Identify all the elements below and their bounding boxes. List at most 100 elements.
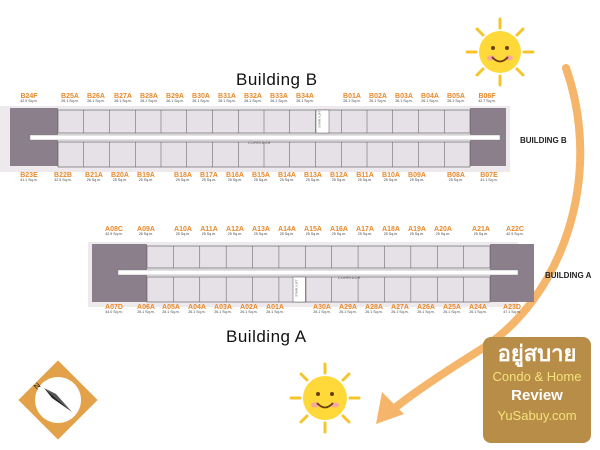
arrow-head xyxy=(376,392,404,424)
unit-size: 26.1 Sq.m. xyxy=(313,310,331,315)
building-b-plan xyxy=(0,106,510,172)
unit-size: 26.1 Sq.m. xyxy=(188,310,206,315)
unit-number: B08A xyxy=(447,172,465,179)
unit-number: A19A xyxy=(408,226,426,233)
unit-size: 25 Sq.m. xyxy=(448,178,464,183)
unit-number: A20A xyxy=(434,226,452,233)
unit-number: A09A xyxy=(137,226,155,233)
unit-number: A17A xyxy=(356,226,374,233)
unit-size: 26.1 Sq.m. xyxy=(469,310,487,315)
unit-number: B17A xyxy=(200,172,218,179)
unit-size: 25 Sq.m. xyxy=(138,178,154,183)
unit-number: B04A xyxy=(421,93,439,100)
unit-number: B02A xyxy=(369,93,387,100)
unit-size: 25 Sq.m. xyxy=(305,232,321,237)
unit-size: 47.1 Sq.m. xyxy=(503,310,521,315)
unit-size: 26.1 Sq.m. xyxy=(270,99,288,104)
unit-number: A28A xyxy=(365,304,383,311)
unit-number: B31A xyxy=(218,93,236,100)
unit-size: 26.1 Sq.m. xyxy=(162,310,180,315)
logo-line-review: Review xyxy=(511,387,563,404)
unit-number: B16A xyxy=(226,172,244,179)
building-a-title: Building A xyxy=(226,327,307,346)
unit-number: B03A xyxy=(395,93,413,100)
unit-number: B34A xyxy=(296,93,314,100)
unit-size: 26 Sq.m. xyxy=(86,178,102,183)
unit-number: A22C xyxy=(506,226,524,233)
unit-size: 25 Sq.m. xyxy=(383,232,399,237)
unit-size: 41.1 Sq.m. xyxy=(480,178,498,183)
unit-number: B27A xyxy=(114,93,132,100)
unit-number: B14A xyxy=(278,172,296,179)
unit-size: 25 Sq.m. xyxy=(409,232,425,237)
unit-number: B30A xyxy=(192,93,210,100)
unit-size: 26.1 Sq.m. xyxy=(443,310,461,315)
logo-line-condo-home: Condo & Home xyxy=(492,369,582,384)
unit-size: 44.0 Sq.m. xyxy=(105,310,123,315)
building-b-side-label: BUILDING B xyxy=(520,136,567,145)
unit-size: 25 Sq.m. xyxy=(227,178,243,183)
unit-number: A04A xyxy=(188,304,206,311)
unit-number: A07D xyxy=(105,304,123,311)
unit-number: B32A xyxy=(244,93,262,100)
unit-number: B07E xyxy=(480,172,498,179)
building-a-side-label: BUILDING A xyxy=(545,271,592,280)
unit-number: B20A xyxy=(111,172,129,179)
compass-icon: N xyxy=(18,360,98,440)
unit-number: A25A xyxy=(443,304,461,311)
unit-size: 25 Sq.m. xyxy=(473,232,489,237)
sun-icon xyxy=(465,17,535,87)
unit-size: 42.7 Sq.m. xyxy=(478,99,496,104)
unit-size: 25 Sq.m. xyxy=(435,232,451,237)
unit-size: 26.1 Sq.m. xyxy=(61,99,79,104)
unit-number: A01A xyxy=(266,304,284,311)
unit-number: A11A xyxy=(200,226,218,233)
unit-size: 26.1 Sq.m. xyxy=(87,99,105,104)
compass-north-label: N xyxy=(32,381,43,392)
unit-number: A16A xyxy=(330,226,348,233)
unit-size: 26.1 Sq.m. xyxy=(296,99,314,104)
unit-number: A18A xyxy=(382,226,400,233)
unit-number: B21A xyxy=(85,172,103,179)
unit-size: 25 Sq.m. xyxy=(112,178,128,183)
unit-size: 25 Sq.m. xyxy=(201,232,217,237)
unit-size: 26.1 Sq.m. xyxy=(339,310,357,315)
unit-number: A05A xyxy=(162,304,180,311)
unit-number: B23E xyxy=(20,172,38,179)
unit-size: 26.1 Sq.m. xyxy=(365,310,383,315)
unit-size: 32.5 Sq.m. xyxy=(54,178,72,183)
unit-size: 26.1 Sq.m. xyxy=(244,99,262,104)
